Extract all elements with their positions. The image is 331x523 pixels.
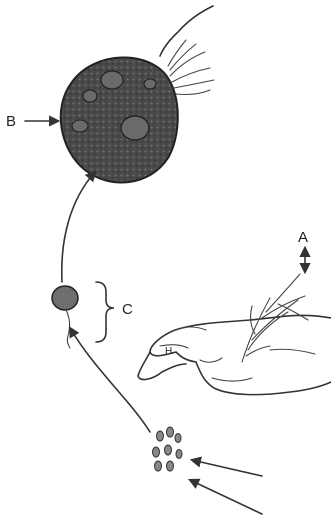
exit-curve bbox=[160, 6, 213, 56]
spore-cluster bbox=[153, 427, 183, 471]
hand: H bbox=[138, 315, 331, 394]
spore bbox=[175, 434, 181, 443]
vacuole bbox=[72, 120, 88, 132]
flagella-tuft bbox=[168, 40, 214, 95]
spore bbox=[157, 431, 164, 441]
vacuole bbox=[83, 90, 97, 102]
label-h: H bbox=[165, 346, 172, 357]
plant bbox=[242, 274, 308, 362]
spore bbox=[153, 447, 160, 457]
spore bbox=[176, 450, 182, 459]
vacuole bbox=[144, 79, 156, 89]
arrow-spores-upper bbox=[192, 460, 262, 476]
arrow-spores-lower bbox=[190, 480, 262, 514]
vacuole bbox=[121, 116, 149, 140]
spore bbox=[167, 427, 174, 437]
arrow-spores-to-c bbox=[70, 328, 150, 432]
bracket-c bbox=[96, 282, 114, 342]
vacuole bbox=[101, 71, 123, 89]
label-a: A bbox=[298, 229, 308, 246]
large-cell bbox=[61, 40, 214, 183]
label-b: B bbox=[6, 113, 16, 130]
small-cell bbox=[52, 286, 78, 348]
spore bbox=[165, 445, 172, 455]
spore bbox=[155, 461, 162, 471]
label-c: C bbox=[122, 301, 133, 318]
spore bbox=[167, 461, 174, 471]
arrow-c-to-b bbox=[62, 172, 95, 282]
